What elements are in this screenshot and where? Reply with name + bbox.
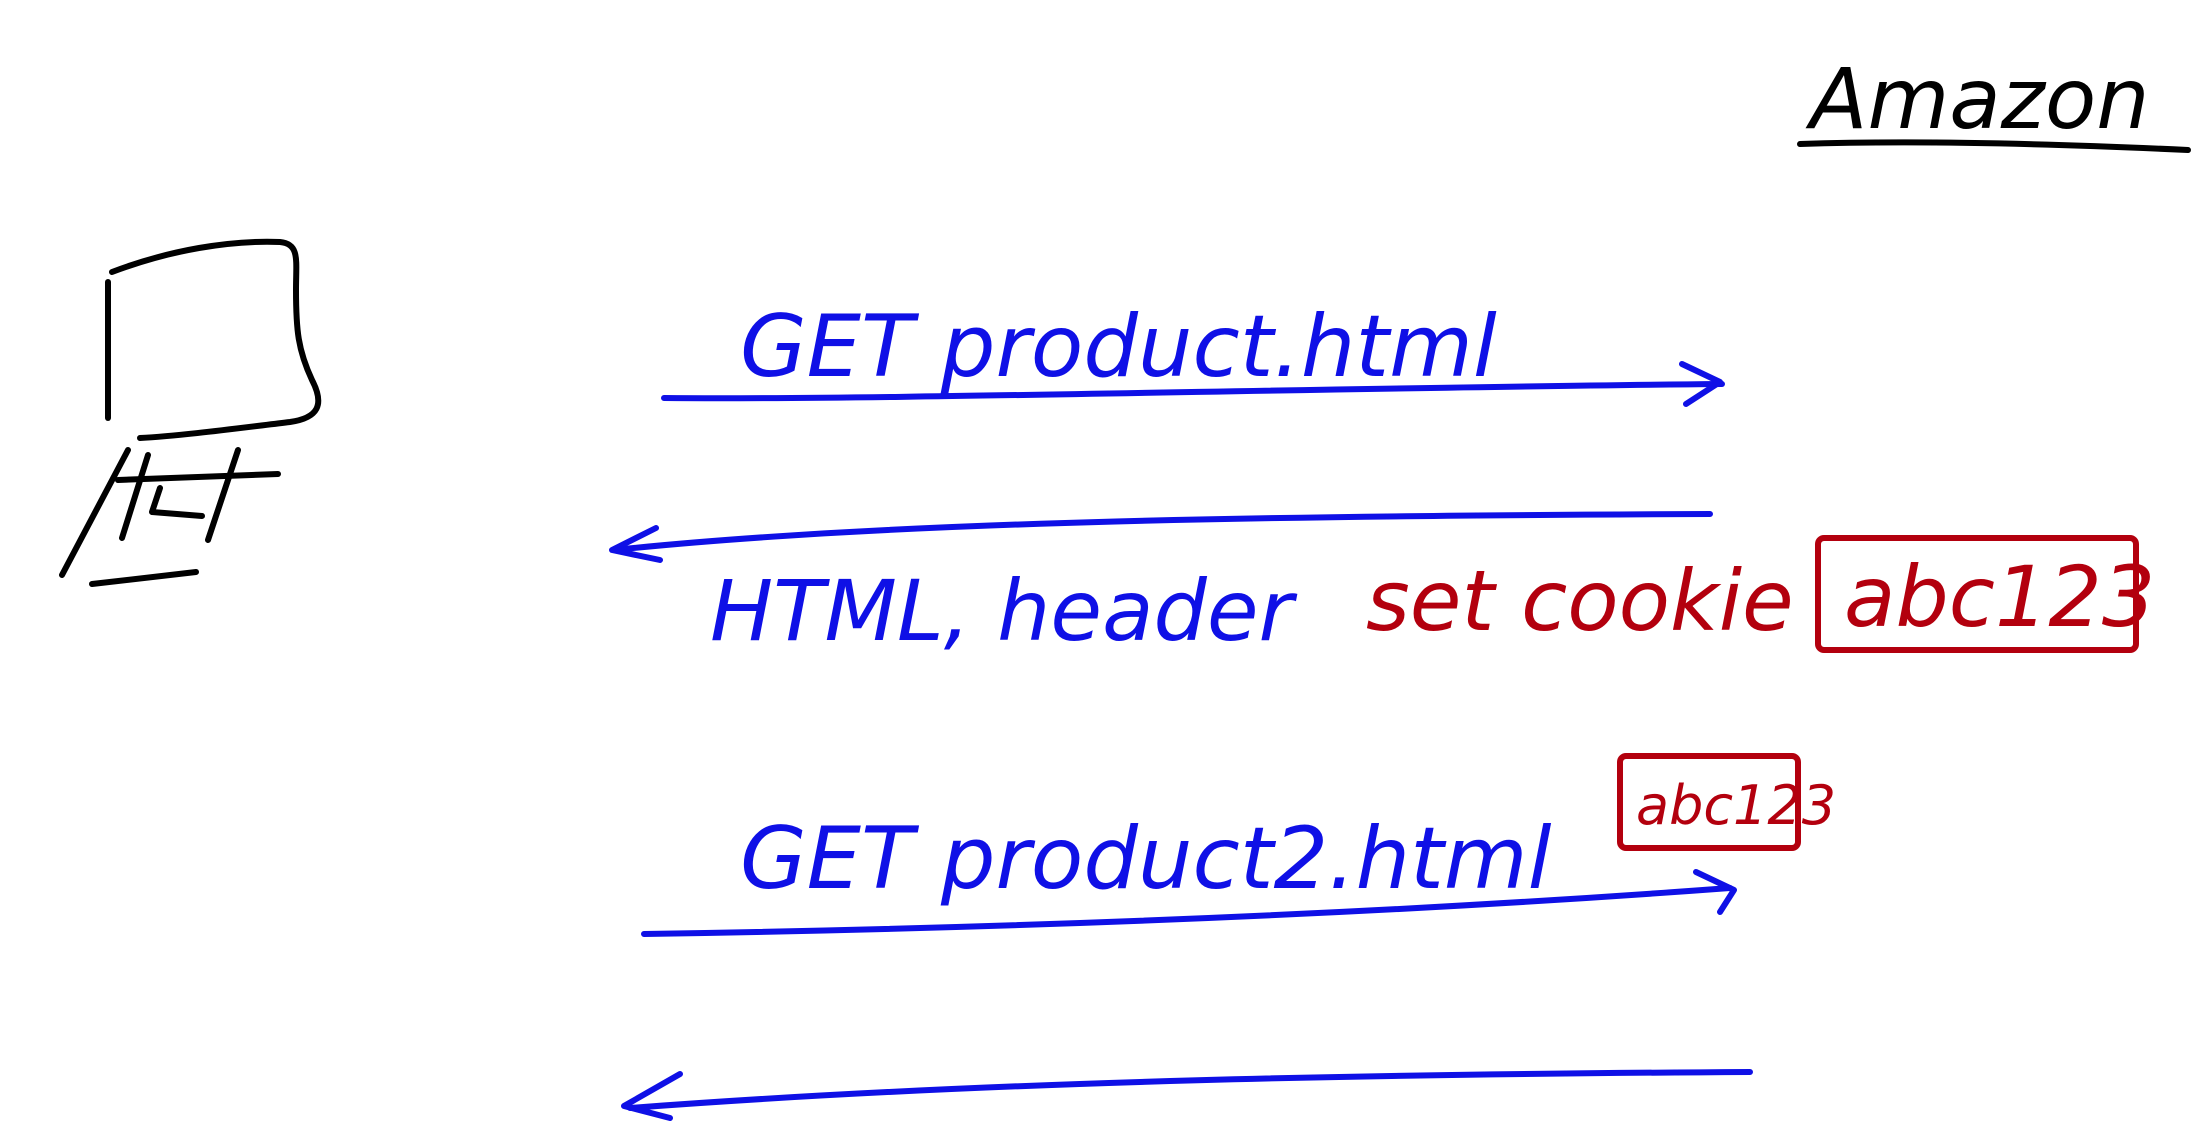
request-1-arrow <box>661 361 1725 407</box>
laptop-icon <box>59 238 322 587</box>
server-underline <box>1797 139 2191 153</box>
request-2-label: GET product2.html <box>740 809 1552 909</box>
cookie-value-1: abc123 <box>1844 548 2155 646</box>
request-1-label: GET product.html <box>740 297 1497 397</box>
request-2-arrow <box>641 869 1737 937</box>
cookie-box-2 <box>1617 753 1801 851</box>
server-label: Amazon <box>1805 50 2150 148</box>
cookie-box-1 <box>1815 535 2139 653</box>
set-cookie-label: set cookie <box>1366 552 1794 650</box>
response-2-arrow <box>621 1069 1753 1121</box>
cookie-value-2: abc123 <box>1636 774 1836 837</box>
response-1-label: HTML, header <box>710 562 1298 660</box>
response-1-arrow <box>609 511 1713 563</box>
